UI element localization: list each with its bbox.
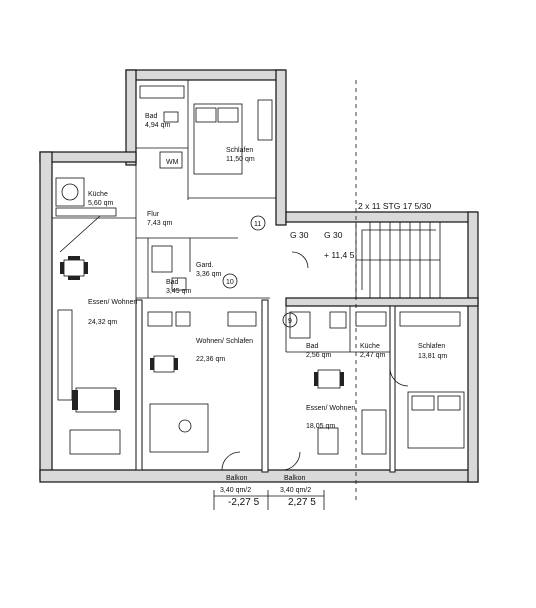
fire-door-a-label: G 30 — [290, 230, 309, 240]
room-gard-area: 3,36 qm — [196, 271, 221, 278]
room-kueche-right-name: Küche — [360, 343, 380, 350]
stair-spec-label: 2 x 11 STG 17 5/30 — [358, 201, 431, 211]
room-bad-right-name: Bad — [306, 343, 319, 350]
level-label: + 11,4 5 — [324, 250, 355, 260]
dim-right-label: 2,27 5 — [288, 497, 316, 508]
room-bad-mid-area: 3,45 qm — [166, 288, 191, 295]
room-schlafen-right-area: 13,81 qm — [418, 353, 447, 360]
door-marker-11-label: 11 — [254, 221, 261, 228]
room-labels: Bad 4,94 qm WM Schlafen 11,50 qm Küche 5… — [88, 113, 447, 494]
door-marker-11 — [250, 215, 266, 231]
room-wohnen-schlafen-area: 22,36 qm — [196, 356, 225, 363]
room-wohnen-schlafen-name: Wohnen/ Schlafen — [196, 338, 253, 345]
room-essen-wohnen-left-area: 24,32 qm — [88, 319, 117, 326]
dim-left-label: -2,27 5 — [228, 497, 260, 508]
door-marker-9-label: 9 — [288, 318, 292, 325]
room-essen-wohnen-left-name: Essen/ Wohnen — [88, 299, 137, 306]
room-bad-top-area: 4,94 qm — [145, 122, 170, 129]
room-balkon-left-area: 3,40 qm/2 — [220, 487, 251, 494]
room-balkon-left-name: Balkon — [226, 475, 248, 482]
door-marker-10 — [222, 273, 238, 289]
door-marker-10-label: 10 — [226, 279, 234, 286]
fire-door-b-label: G 30 — [324, 230, 343, 240]
furniture — [55, 85, 465, 471]
outer-walls — [39, 69, 479, 483]
room-essen-wohnen-right-name: Essen/ Wohnen — [306, 405, 355, 412]
room-schlafen-top-name: Schlafen — [226, 147, 253, 154]
room-essen-wohnen-right-area: 18,05 qm — [306, 423, 335, 430]
room-balkon-right-area: 3,40 qm/2 — [280, 487, 311, 494]
room-flur-area: 7,43 qm — [147, 220, 172, 227]
staircase — [355, 80, 469, 500]
room-kueche-right-area: 2,47 qm — [360, 352, 385, 359]
room-gard-name: Gard. — [196, 262, 214, 269]
room-kueche-left-name: Küche — [88, 191, 108, 198]
door-marker-9 — [282, 312, 298, 328]
room-wm-label: WM — [166, 159, 179, 166]
plan-markers: 11 10 9 G 30 G 30 2 x 11 STG 17 5/30 + 1… — [213, 201, 431, 510]
room-balkon-right-name: Balkon — [284, 475, 306, 482]
room-schlafen-top-area: 11,50 qm — [226, 156, 255, 163]
room-schlafen-right-name: Schlafen — [418, 343, 445, 350]
room-bad-mid-name: Bad — [166, 279, 179, 286]
room-bad-top-name: Bad — [145, 113, 158, 120]
room-bad-right-area: 2,56 qm — [306, 352, 331, 359]
room-kueche-left-area: 5,60 qm — [88, 200, 113, 207]
room-flur-name: Flur — [147, 211, 160, 218]
partition-walls — [52, 80, 396, 473]
